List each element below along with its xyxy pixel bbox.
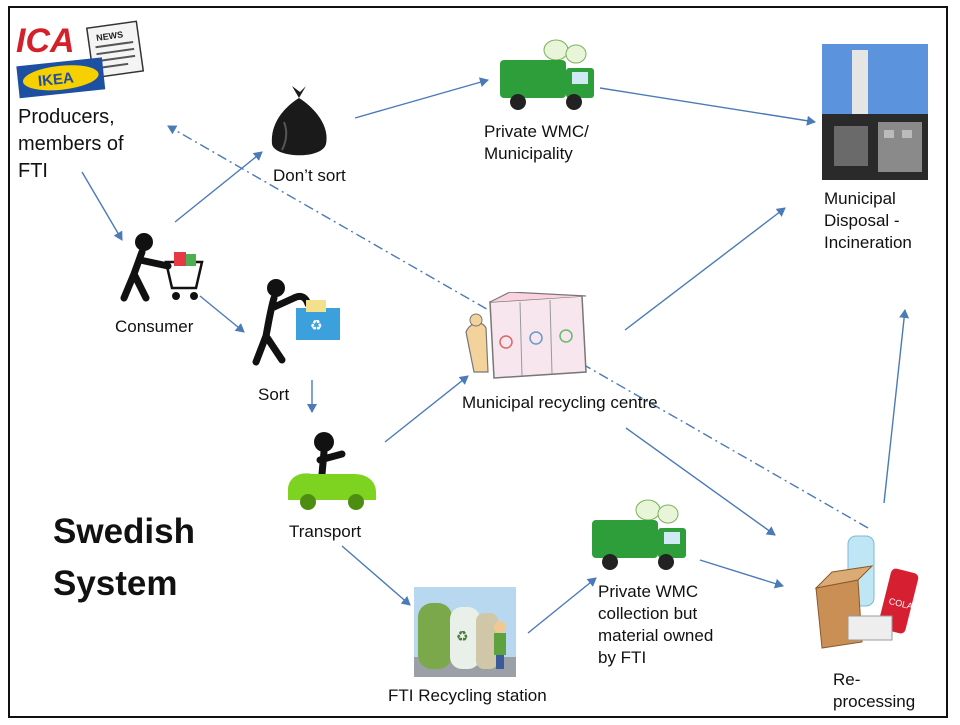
- reprocessing-line1: Re-: [833, 670, 861, 689]
- arrow-reprocessing-disposal: [883, 309, 910, 504]
- slide-frame: [8, 6, 948, 718]
- municipal-recycling-picture: [460, 291, 588, 388]
- garbage-truck-icon: [500, 39, 594, 110]
- reprocessing-picture: COLA: [812, 532, 924, 652]
- producers-line2: members of: [18, 133, 124, 155]
- municipal-disposal-line3: Incineration: [824, 233, 912, 252]
- private-wmc-bottom-line1: Private WMC: [598, 582, 699, 601]
- private-wmc-bottom-line3: material owned: [598, 626, 714, 645]
- incineration-plant-icon: [822, 44, 928, 180]
- producers-line1: Producers,: [18, 106, 115, 128]
- garbage-bag-icon: [271, 86, 327, 156]
- private-wmc-top-line1: Private WMC/: [484, 122, 589, 141]
- municipal-recycling-label: Municipal recycling centre: [462, 393, 658, 412]
- svg-text:♻: ♻: [456, 629, 469, 645]
- private-wmc-bottom-line4: by FTI: [598, 648, 647, 667]
- sorting-person-icon: ♻: [252, 279, 340, 366]
- arrow-recycling-disposal: [624, 207, 786, 331]
- producers-line3: FTI: [18, 160, 48, 182]
- car-driver-icon: [288, 432, 376, 510]
- arrow-recycling-reprocessing: [625, 427, 776, 536]
- arrow-transport-recycling: [384, 375, 469, 443]
- recycling-station-icon: ♻: [414, 587, 516, 677]
- private-wmc-bottom-label: Private WMC collection but material owne…: [598, 581, 713, 669]
- arrow-producers-consumer: [81, 171, 123, 241]
- title-line2: System: [53, 564, 178, 603]
- transport-picture: [284, 430, 380, 514]
- transport-label: Transport: [289, 522, 362, 541]
- truck-bottom-picture: [588, 498, 690, 572]
- shopper-cart-icon: [120, 233, 204, 302]
- garbage-bag-picture: [266, 82, 332, 160]
- private-wmc-top-line2: Municipality: [484, 144, 573, 163]
- incineration-plant-picture: [822, 44, 928, 180]
- arrow-privatewmc-reprocessing: [699, 559, 784, 589]
- truck-top-picture: [496, 38, 598, 112]
- consumer-label: Consumer: [115, 317, 194, 336]
- arrow-fti-privatewmc: [527, 577, 597, 634]
- reprocessing-label: Re- processing: [833, 669, 915, 713]
- svg-text:ICA: ICA: [16, 22, 75, 60]
- svg-text:♻: ♻: [310, 318, 323, 334]
- arrow-consumer-dontsort: [174, 151, 263, 223]
- fti-recycling-label: FTI Recycling station: [388, 686, 547, 705]
- producers-logos: ICA NEWS IKEA: [14, 14, 148, 100]
- arrow-dontsort-privatewmc: [354, 77, 489, 119]
- arrow-transport-fti: [341, 545, 411, 606]
- municipal-disposal-line1: Municipal: [824, 189, 896, 208]
- arrow-privatewmc-disposal: [599, 87, 816, 126]
- svg-text:NEWS: NEWS: [96, 29, 124, 43]
- producers-label: Producers, members of FTI: [18, 104, 124, 185]
- municipal-disposal-label: Municipal Disposal - Incineration: [824, 188, 912, 254]
- sort-label: Sort: [258, 385, 290, 404]
- producer-logos-icon: ICA NEWS IKEA: [16, 20, 145, 99]
- recyclables-icon: COLA: [814, 535, 919, 649]
- private-wmc-bottom-line2: collection but: [598, 604, 698, 623]
- slide-title: Swedish System: [53, 506, 195, 610]
- svg-text:IKEA: IKEA: [37, 69, 75, 90]
- reprocessing-line2: processing: [833, 692, 916, 711]
- garbage-truck-icon: [592, 499, 686, 570]
- arrow-consumer-sort: [199, 295, 245, 333]
- fti-station-picture: ♻: [414, 587, 516, 677]
- sort-picture: ♻: [246, 278, 346, 368]
- municipal-disposal-line2: Disposal -: [824, 211, 900, 230]
- consumer-picture: [116, 232, 208, 304]
- title-line1: Swedish: [53, 512, 195, 551]
- dont-sort-label: Don’t sort: [273, 166, 346, 185]
- recycling-container-icon: [465, 291, 587, 379]
- private-wmc-top-label: Private WMC/ Municipality: [484, 121, 589, 165]
